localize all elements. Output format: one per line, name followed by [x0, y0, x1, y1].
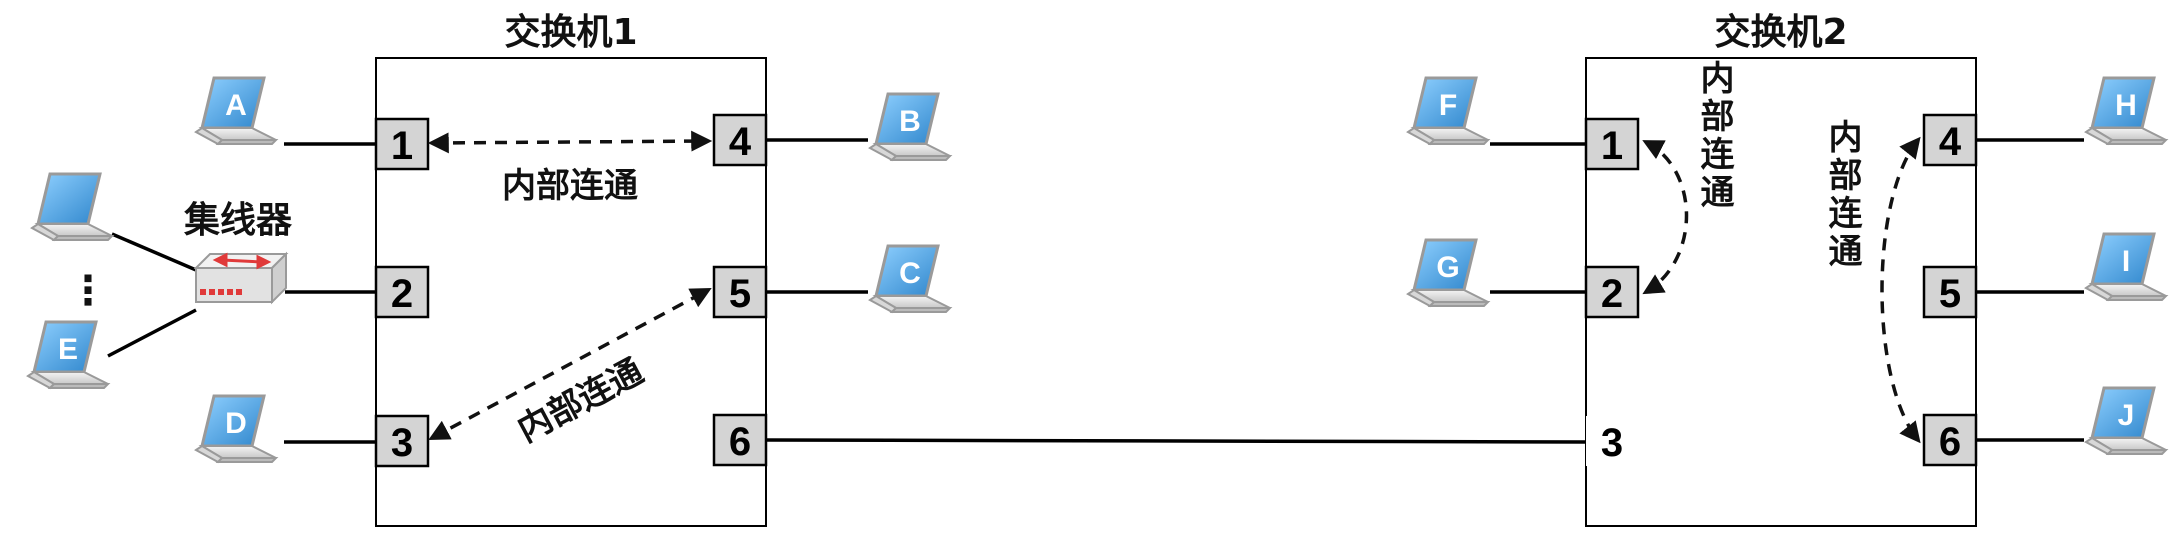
- switch-1-ports: 1 2 3 4 5 6: [374, 113, 768, 468]
- sw2-port-6[interactable]: [1922, 413, 1978, 467]
- host-a[interactable]: A: [194, 76, 278, 146]
- host-d-label: D: [225, 407, 247, 440]
- sw2-port-2[interactable]: [1584, 265, 1640, 319]
- sw1-port-5[interactable]: [712, 265, 768, 319]
- sw2-port-5[interactable]: [1922, 265, 1978, 319]
- sw1-port-4-label: 4: [729, 120, 752, 164]
- sw2-port-4-label: 4: [1939, 120, 1962, 164]
- switch-2-box: [1585, 57, 1977, 527]
- hub-label: 集线器: [183, 200, 293, 241]
- host-d[interactable]: D: [194, 394, 278, 464]
- host-j-label: J: [2118, 399, 2135, 432]
- switch-1-title: 交换机1: [504, 11, 637, 53]
- sw2-link-1-2-label: 内部连通: [1694, 60, 1734, 212]
- sw2-port-1[interactable]: [1584, 117, 1640, 171]
- sw2-link-4-6: [1880, 136, 1921, 444]
- sw1-port-3-label: 3: [391, 421, 413, 465]
- host-g-label: G: [1436, 251, 1459, 284]
- host-f-label: F: [1439, 89, 1457, 122]
- sw1-link-1-4: [427, 130, 713, 154]
- host-i-label: I: [2122, 245, 2130, 278]
- switch-2-title: 交换机2: [1714, 11, 1847, 53]
- sw2-link-4-6-label: 内部连通: [1822, 119, 1862, 271]
- sw2-port-3-label: 3: [1601, 421, 1623, 465]
- host-j[interactable]: J: [2084, 386, 2168, 456]
- sw2-link-1-2: [1642, 140, 1689, 295]
- switch-2-ports: 1 2 3 4 5 6: [1584, 113, 1978, 467]
- hub-ellipsis: ⋮: [68, 268, 108, 314]
- sw1-port-3[interactable]: [374, 414, 430, 468]
- sw2-port-1-label: 1: [1601, 124, 1623, 168]
- sw1-port-2-label: 2: [391, 272, 413, 316]
- sw1-port-1-label: 1: [391, 124, 413, 168]
- host-c[interactable]: C: [868, 244, 952, 314]
- host-h[interactable]: H: [2084, 76, 2168, 146]
- host-hub-top[interactable]: [30, 172, 114, 242]
- sw2-port-6-label: 6: [1939, 420, 1961, 464]
- wires: [107, 138, 2084, 444]
- host-g[interactable]: G: [1406, 238, 1490, 308]
- host-h-label: H: [2115, 89, 2137, 122]
- switch-1-box: [375, 57, 767, 527]
- hub-arrow-icon: [212, 252, 272, 270]
- sw1-port-4[interactable]: [712, 113, 768, 167]
- sw1-port-2[interactable]: [374, 265, 430, 319]
- host-i[interactable]: I: [2084, 232, 2168, 302]
- host-c-label: C: [899, 257, 921, 290]
- host-b[interactable]: B: [868, 92, 952, 162]
- host-e[interactable]: E: [26, 320, 110, 390]
- host-b-label: B: [899, 105, 921, 138]
- hub: 集线器: [183, 200, 293, 305]
- internal-links: [427, 130, 1921, 444]
- sw2-port-2-label: 2: [1601, 272, 1623, 316]
- host-f[interactable]: F: [1406, 76, 1490, 146]
- sw1-link-1-4-label: 内部连通: [502, 166, 638, 206]
- sw2-port-5-label: 5: [1939, 272, 1961, 316]
- sw1-port-6[interactable]: [712, 413, 768, 467]
- host-e-label: E: [58, 333, 78, 366]
- sw1-port-5-label: 5: [729, 272, 751, 316]
- sw2-port-4[interactable]: [1922, 113, 1978, 167]
- sw1-link-3-5: [428, 288, 712, 440]
- host-a-label: A: [225, 89, 247, 122]
- sw2-port-3[interactable]: [1586, 416, 1638, 466]
- sw1-port-6-label: 6: [729, 420, 751, 464]
